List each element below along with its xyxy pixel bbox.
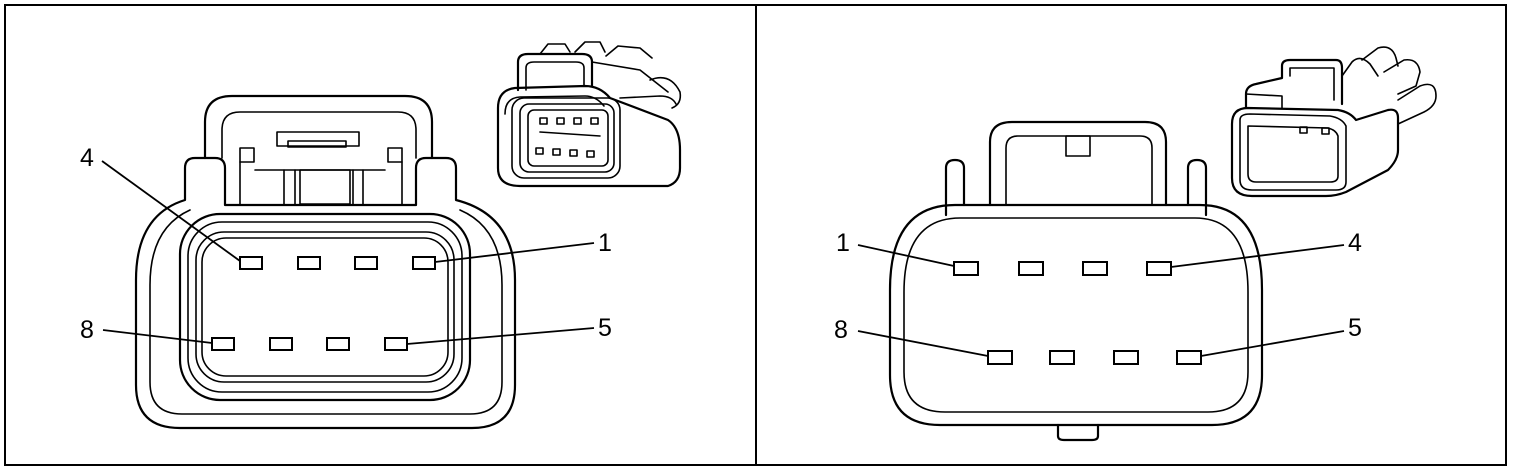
right-pin-3 <box>1082 261 1108 276</box>
left-pin-7 <box>269 337 293 351</box>
right-callout-bottom-left: 8 <box>834 316 848 344</box>
right-pin-1 <box>953 261 979 276</box>
left-pin-3 <box>297 256 321 270</box>
left-pin-4 <box>239 256 263 270</box>
right-pin-4 <box>1146 261 1172 276</box>
left-seal-outer <box>178 212 472 402</box>
left-pin-6 <box>326 337 350 351</box>
right-lock-tab <box>988 120 1168 207</box>
left-pin-8 <box>211 337 235 351</box>
right-leader-top-left <box>857 244 955 267</box>
right-leader-top-right <box>1170 244 1345 268</box>
left-pin-5 <box>384 337 408 351</box>
right-connector-face: 1 4 8 5 <box>834 120 1362 442</box>
right-pin-7 <box>1049 350 1075 365</box>
right-callout-bottom-right: 5 <box>1348 314 1362 342</box>
right-callout-top-right: 4 <box>1348 229 1362 257</box>
left-pin-1 <box>412 256 436 270</box>
right-callout-top-left: 1 <box>836 229 850 257</box>
left-connector-3d-view <box>496 41 682 188</box>
left-callout-bottom-right: 5 <box>598 314 612 342</box>
right-outer-shroud <box>888 203 1264 427</box>
left-leader-bottom-left <box>102 329 213 344</box>
left-leader-top-right <box>434 242 595 263</box>
right-connector-3d-view <box>1230 46 1437 198</box>
left-pin-2 <box>354 256 378 270</box>
right-pin-8 <box>987 350 1013 365</box>
left-callout-top-left: 4 <box>80 144 94 172</box>
left-lock-tab <box>203 94 434 160</box>
right-pin-5 <box>1176 350 1202 365</box>
left-leader-top-left <box>101 160 241 262</box>
left-leader-bottom-right <box>406 327 595 345</box>
right-pin-6 <box>1113 350 1139 365</box>
left-callout-bottom-left: 8 <box>80 316 94 344</box>
left-outer-shroud <box>134 156 517 430</box>
right-pin-2 <box>1018 261 1044 276</box>
right-leader-bottom-left <box>857 330 989 357</box>
left-connector-face: 4 1 8 5 <box>80 94 612 430</box>
right-leader-bottom-right <box>1200 330 1345 357</box>
left-callout-top-right: 1 <box>598 229 612 257</box>
